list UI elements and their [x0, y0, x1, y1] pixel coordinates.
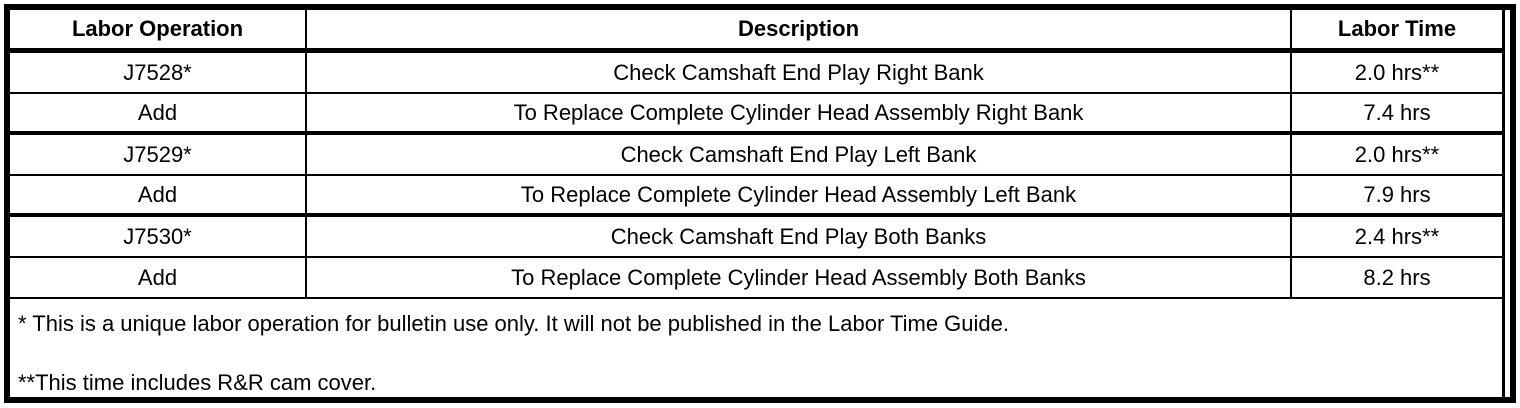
footnote-asterisk: * This is a unique labor operation for b… — [18, 311, 1009, 336]
description-cell: To Replace Complete Cylinder Head Assemb… — [307, 258, 1292, 297]
description-cell: To Replace Complete Cylinder Head Assemb… — [307, 176, 1292, 213]
description-cell: To Replace Complete Cylinder Head Assemb… — [307, 94, 1292, 131]
table-row: J7530* Check Camshaft End Play Both Bank… — [10, 217, 1502, 258]
operation-cell: Add — [10, 176, 307, 213]
column-header-description: Description — [307, 10, 1292, 48]
time-cell: 2.0 hrs** — [1354, 59, 1440, 85]
description-cell: Check Camshaft End Play Both Banks — [307, 217, 1292, 256]
time-cell: 7.9 hrs — [1363, 181, 1431, 207]
column-header-labor-time: Labor Time — [1337, 16, 1457, 41]
description-cell: Check Camshaft End Play Right Bank — [307, 53, 1292, 92]
table-row: Add To Replace Complete Cylinder Head As… — [10, 94, 1502, 135]
time-cell: 2.4 hrs** — [1354, 223, 1440, 249]
footnote-double-asterisk: **This time includes R&R cam cover. — [18, 370, 377, 395]
table-row: Add To Replace Complete Cylinder Head As… — [10, 258, 1502, 299]
operation-cell: J7529* — [10, 135, 307, 174]
labor-time-table-frame: Labor Operation Description Labor Time J… — [4, 4, 1516, 403]
time-cell: 2.0 hrs** — [1354, 141, 1440, 167]
table-row: J7528* Check Camshaft End Play Right Ban… — [10, 53, 1502, 94]
time-cell: 7.4 hrs — [1363, 99, 1431, 125]
time-cell: 8.2 hrs — [1363, 264, 1431, 290]
table-header-row: Labor Operation Description Labor Time — [10, 10, 1502, 53]
footnotes-section: * This is a unique labor operation for b… — [10, 299, 1502, 397]
column-header-labor-operation: Labor Operation — [10, 10, 307, 48]
table-row: Add To Replace Complete Cylinder Head As… — [10, 176, 1502, 217]
operation-cell: Add — [10, 258, 307, 297]
table-row: J7529* Check Camshaft End Play Left Bank… — [10, 135, 1502, 176]
labor-time-table: Labor Operation Description Labor Time J… — [10, 10, 1505, 397]
operation-cell: J7530* — [10, 217, 307, 256]
description-cell: Check Camshaft End Play Left Bank — [307, 135, 1292, 174]
operation-cell: J7528* — [10, 53, 307, 92]
operation-cell: Add — [10, 94, 307, 131]
